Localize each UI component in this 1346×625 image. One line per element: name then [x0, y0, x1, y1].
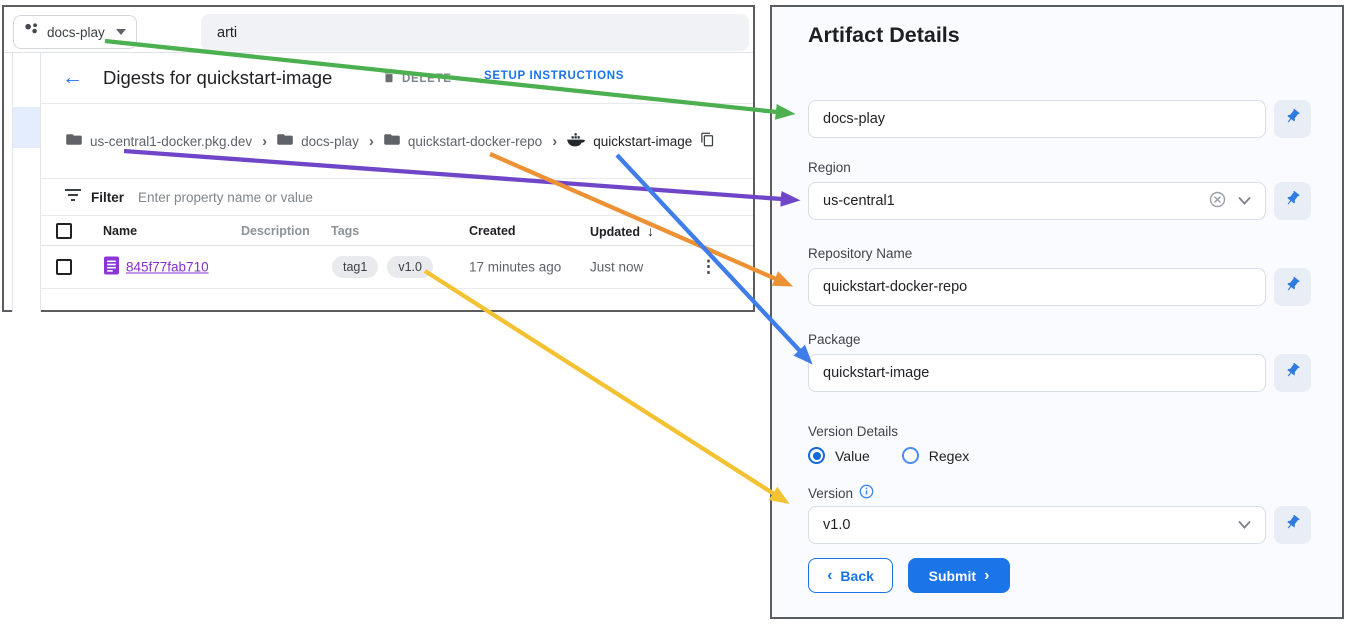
delete-label: DELETE [402, 72, 452, 85]
folder-icon [384, 133, 400, 149]
package-field-value: quickstart-image [823, 365, 930, 381]
left-nav-strip [12, 53, 41, 312]
nav-selected-item[interactable] [13, 107, 40, 148]
chevron-right-icon: › [552, 132, 558, 150]
column-header-tags: Tags [331, 223, 360, 238]
breadcrumb-package: quickstart-image [593, 133, 693, 149]
digest-doc-icon [104, 256, 119, 278]
updated-cell: Just now [590, 259, 644, 275]
tag-chip: tag1 [332, 256, 379, 278]
back-arrow-icon[interactable]: ← [62, 66, 83, 89]
chevron-right-icon: › [368, 132, 374, 150]
pin-icon [1284, 276, 1301, 298]
info-icon[interactable] [859, 484, 874, 502]
back-button-label: Back [840, 567, 874, 584]
package-field[interactable]: quickstart-image [808, 354, 1266, 392]
tag-chip: v1.0 [387, 256, 433, 278]
breadcrumb-host[interactable]: us-central1-docker.pkg.dev [90, 133, 253, 149]
repository-field[interactable]: quickstart-docker-repo [808, 268, 1266, 306]
pin-button[interactable] [1274, 100, 1311, 138]
page-title: Digests for quickstart-image [103, 67, 333, 88]
version-field-value: v1.0 [823, 517, 851, 533]
pin-button[interactable] [1274, 506, 1311, 544]
folder-icon [277, 133, 293, 149]
clear-icon[interactable] [1209, 191, 1226, 212]
project-field[interactable]: docs-play [808, 100, 1266, 138]
version-label-row: Version [808, 484, 874, 502]
project-selector-label: docs-play [47, 24, 105, 40]
filter-icon [65, 188, 81, 206]
search-box [201, 14, 749, 51]
trash-icon [382, 70, 396, 87]
chevron-down-icon[interactable] [1238, 517, 1251, 533]
dropdown-caret-icon [116, 29, 126, 35]
column-header-description: Description [241, 223, 310, 238]
column-header-updated[interactable]: Updated↓ [590, 222, 654, 239]
region-field-value: us-central1 [823, 193, 895, 209]
console-main: ← Digests for quickstart-image DELETE SE… [41, 53, 753, 310]
filter-bar: Filter [41, 179, 753, 216]
project-selector[interactable]: docs-play [13, 15, 137, 49]
breadcrumb-project[interactable]: docs-play [301, 133, 359, 149]
filter-label: Filter [91, 189, 125, 205]
version-field[interactable]: v1.0 [808, 506, 1266, 544]
version-details-radios: Value Regex [808, 447, 969, 464]
sort-desc-icon: ↓ [647, 222, 654, 239]
page-header: ← Digests for quickstart-image DELETE SE… [41, 53, 753, 104]
region-label: Region [808, 160, 851, 175]
version-details-label: Version Details [808, 424, 899, 439]
radio-regex-label: Regex [928, 447, 970, 464]
breadcrumb-repository[interactable]: quickstart-docker-repo [407, 133, 543, 149]
filter-input[interactable] [138, 189, 559, 205]
project-field-value: docs-play [823, 111, 886, 127]
select-all-checkbox[interactable] [56, 222, 72, 239]
pin-button[interactable] [1274, 182, 1311, 220]
console-topbar: docs-play [4, 7, 753, 53]
pin-icon [1284, 514, 1301, 536]
repository-label: Repository Name [808, 246, 913, 261]
column-header-name[interactable]: Name [103, 223, 138, 238]
row-checkbox[interactable] [56, 259, 72, 275]
setup-instructions-label: SETUP INSTRUCTIONS [484, 70, 625, 82]
pin-button[interactable] [1274, 268, 1311, 306]
version-label: Version [808, 485, 854, 501]
panel-title: Artifact Details [808, 23, 960, 47]
table-header-row: Name Description Tags Created Updated↓ [41, 216, 753, 246]
pin-icon [1284, 362, 1301, 384]
console-window: docs-play ← Digests for quickstart-image [2, 5, 755, 312]
repository-field-value: quickstart-docker-repo [823, 279, 968, 295]
pin-icon [1284, 190, 1301, 212]
pin-icon [1284, 108, 1301, 130]
package-label: Package [808, 332, 861, 347]
folder-icon [66, 133, 82, 149]
copy-icon[interactable] [700, 132, 715, 150]
radio-value[interactable] [808, 447, 825, 464]
pin-button[interactable] [1274, 354, 1311, 392]
column-header-created[interactable]: Created [469, 223, 516, 238]
docker-whale-icon [567, 132, 586, 150]
submit-button-label: Submit [928, 567, 977, 584]
delete-button[interactable]: DELETE [382, 70, 452, 87]
digest-link[interactable]: 845f77fab710 [126, 259, 209, 275]
region-field[interactable]: us-central1 [808, 182, 1266, 220]
chevron-right-icon: › [984, 566, 990, 584]
artifact-details-panel: Artifact Details docs-play Region us-cen… [770, 5, 1344, 619]
breadcrumb: us-central1-docker.pkg.dev › docs-play ›… [41, 104, 753, 179]
project-grid-icon [24, 22, 39, 42]
submit-button[interactable]: Submit › [908, 558, 1010, 593]
radio-value-label: Value [835, 447, 870, 464]
setup-instructions-button[interactable]: SETUP INSTRUCTIONS [484, 70, 624, 82]
created-cell: 17 minutes ago [469, 259, 562, 275]
chevron-down-icon[interactable] [1238, 193, 1251, 209]
radio-regex[interactable] [901, 447, 919, 464]
chevron-right-icon: › [262, 132, 268, 150]
table-row: 845f77fab710 tag1 v1.0 17 minutes ago Ju… [41, 246, 753, 289]
tags-cell: tag1 v1.0 [332, 256, 433, 278]
chevron-left-icon: ‹ [827, 566, 833, 584]
row-overflow-menu-icon[interactable]: ⋮ [700, 257, 717, 276]
back-button[interactable]: ‹ Back [808, 558, 893, 593]
search-input[interactable] [201, 24, 749, 41]
